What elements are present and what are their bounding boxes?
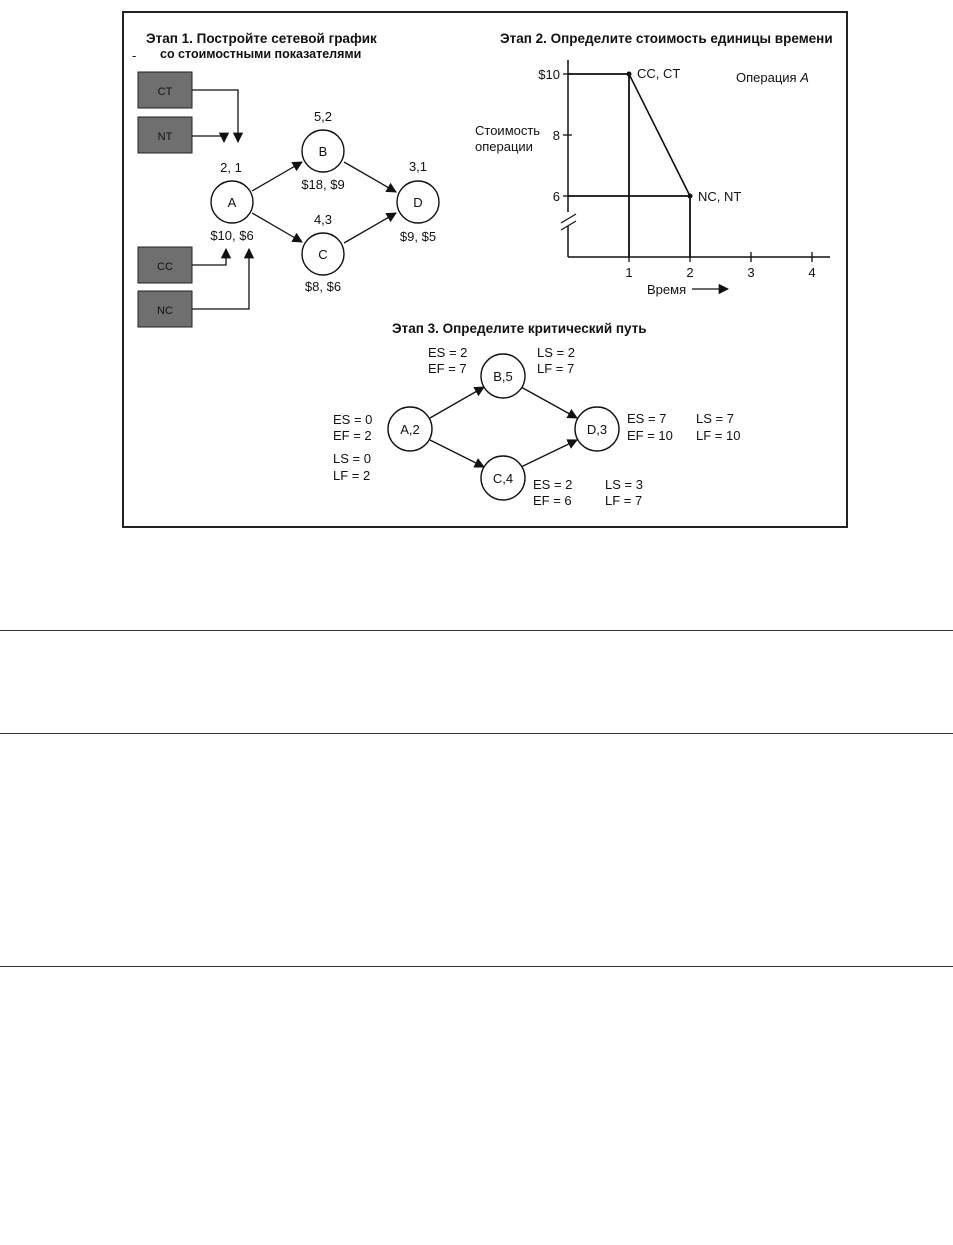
cp-node-b — [480, 353, 526, 399]
c-es-label: ES = 2 — [533, 477, 572, 492]
cp-node-b-label: B,5 — [493, 369, 513, 384]
cp-node-d — [574, 406, 620, 452]
y-tick-label: $10 — [538, 67, 560, 82]
cp-node-c-label: C,4 — [493, 471, 513, 486]
stage2-title: Этап 2. Определите стоимость единицы вре… — [500, 31, 833, 46]
cp-node-a-label: A,2 — [400, 422, 420, 437]
cp-edge-b-d — [520, 386, 578, 419]
stage2-series: CC, CT NC, NT — [626, 66, 741, 204]
d-lf-label: LF = 10 — [696, 428, 740, 443]
node-d-label: D — [413, 195, 422, 210]
cost-slope-line — [628, 73, 691, 197]
b-lf-label: LF = 7 — [537, 361, 574, 376]
cp-edge-c-d — [520, 439, 578, 468]
node-a-top-label: 2, 1 — [220, 160, 242, 175]
d-ef-label: EF = 10 — [627, 428, 673, 443]
ct-box — [137, 71, 193, 109]
x-tick-label: 4 — [808, 265, 815, 280]
stage2-guides — [568, 73, 691, 257]
x-axis-label: Время — [647, 282, 686, 297]
d-ls-label: LS = 7 — [696, 411, 734, 426]
nt-box-label: NT — [158, 131, 173, 143]
node-b-label: B — [319, 144, 328, 159]
node-d-top-label: 3,1 — [409, 159, 427, 174]
cp-node-a — [387, 406, 433, 452]
nt-box — [137, 116, 193, 154]
y-axis-label-line2: операции — [475, 139, 533, 154]
stage1-subtitle: со стоимостными показателями — [160, 47, 361, 61]
operation-label: Операция A — [736, 70, 809, 85]
y-tick-label: 8 — [553, 128, 560, 143]
cc-box-label: CC — [157, 261, 173, 273]
nt-connector-arrow — [192, 132, 230, 144]
node-d — [396, 180, 440, 224]
node-a-cost-label: $10, $6 — [210, 228, 253, 243]
a-es-label: ES = 0 — [333, 412, 372, 427]
point-cc-ct-label: CC, CT — [637, 66, 680, 81]
cc-box — [137, 246, 193, 284]
stage1-tick-mark: - — [132, 48, 136, 63]
node-a-label: A — [228, 195, 237, 210]
node-c-cost-label: $8, $6 — [305, 279, 341, 294]
nc-connector-arrow — [192, 247, 255, 310]
point-nc-nt — [687, 193, 693, 199]
b-es-label: ES = 2 — [428, 345, 467, 360]
c-ef-label: EF = 6 — [533, 493, 572, 508]
nc-box — [137, 290, 193, 328]
stage1-network: Этап 1. Постройте сетевой график со стои… — [132, 31, 440, 328]
x-tick-label: 3 — [747, 265, 754, 280]
stage1-title: Этап 1. Постройте сетевой график — [146, 31, 377, 46]
node-b-cost-label: $18, $9 — [301, 177, 344, 192]
b-ef-label: EF = 7 — [428, 361, 467, 376]
point-nc-nt-label: NC, NT — [698, 189, 741, 204]
a-lf-label: LF = 2 — [333, 468, 370, 483]
page-rule — [0, 630, 953, 631]
ct-box-label: CT — [158, 86, 173, 98]
node-b — [301, 129, 345, 173]
figure-frame — [122, 11, 848, 528]
cp-node-c — [480, 455, 526, 501]
b-ls-label: LS = 2 — [537, 345, 575, 360]
stage3-title: Этап 3. Определите критический путь — [392, 321, 647, 336]
x-tick-label: 1 — [625, 265, 632, 280]
cp-node-d-label: D,3 — [587, 422, 607, 437]
nc-box-label: NC — [157, 305, 173, 317]
y-tick-label: 6 — [553, 189, 560, 204]
node-a — [210, 180, 254, 224]
node-c-top-label: 4,3 — [314, 212, 332, 227]
axis-break-mark-2 — [560, 220, 577, 231]
node-c-label: C — [318, 247, 327, 262]
node-b-top-label: 5,2 — [314, 109, 332, 124]
stage2-chart: Этап 2. Определите стоимость единицы вре… — [475, 31, 833, 297]
a-ls-label: LS = 0 — [333, 451, 371, 466]
c-ls-label: LS = 3 — [605, 477, 643, 492]
axis-break-mark-1 — [560, 213, 577, 224]
cp-edge-a-c — [429, 439, 485, 468]
c-lf-label: LF = 7 — [605, 493, 642, 508]
node-d-cost-label: $9, $5 — [400, 229, 436, 244]
edge-a-c — [251, 212, 303, 243]
d-es-label: ES = 7 — [627, 411, 666, 426]
a-ef-label: EF = 2 — [333, 428, 372, 443]
edge-c-d — [343, 212, 397, 244]
y-axis-label-line1: Стоимость — [475, 123, 540, 138]
cp-edge-a-b — [429, 386, 485, 419]
edge-a-b — [251, 161, 303, 192]
x-tick-label: 2 — [686, 265, 693, 280]
page-rule — [0, 733, 953, 734]
page-rule — [0, 966, 953, 967]
cc-connector-arrow — [192, 247, 232, 266]
edge-b-d — [343, 161, 397, 193]
ct-connector-arrow — [192, 89, 244, 144]
point-cc-ct — [626, 71, 632, 77]
node-c — [301, 232, 345, 276]
stage3-critical-path: Этап 3. Определите критический путь A,2 … — [333, 321, 740, 508]
